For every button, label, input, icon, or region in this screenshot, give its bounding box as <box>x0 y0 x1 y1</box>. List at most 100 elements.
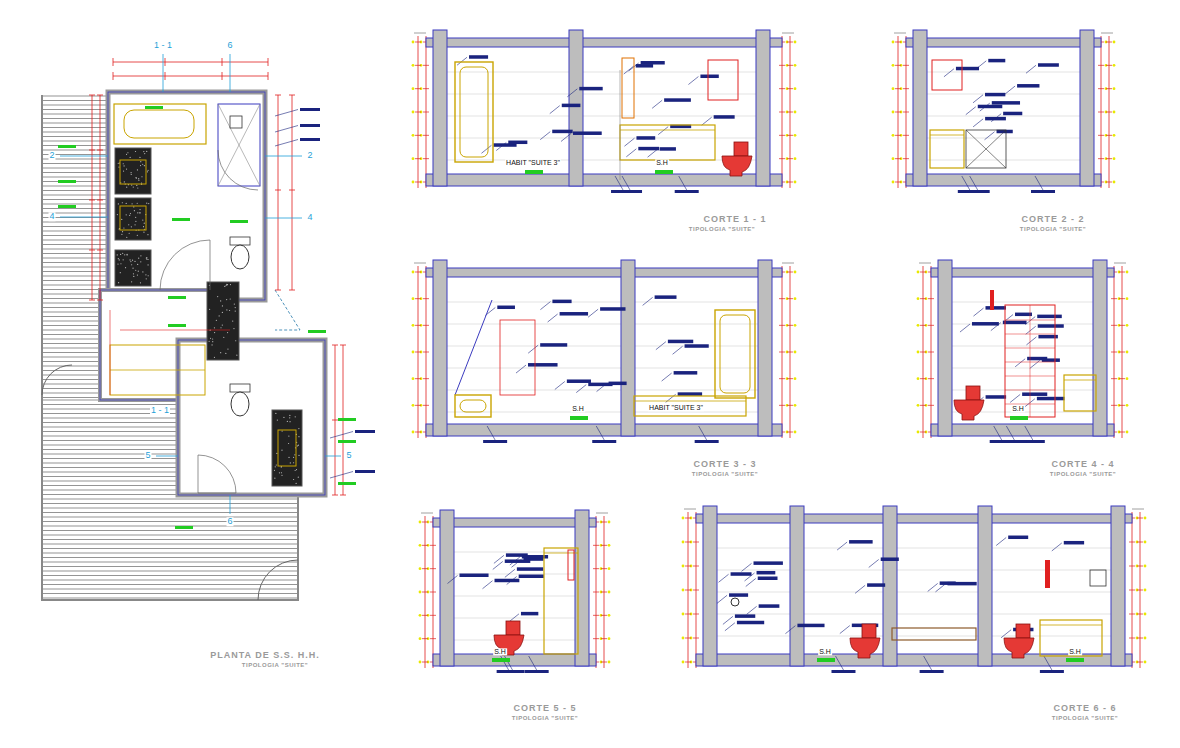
note-text <box>674 371 698 375</box>
leader-line <box>1001 630 1011 638</box>
granite-speck <box>122 231 123 232</box>
granite-speck <box>279 472 280 473</box>
toilet-tank <box>230 237 250 245</box>
note-text <box>797 624 824 628</box>
deck-hatch <box>42 571 298 572</box>
dimension-tick <box>920 325 926 326</box>
granite-speck <box>123 259 124 260</box>
bathtub-basin <box>460 67 488 157</box>
shower <box>218 104 260 186</box>
granite-speck <box>126 168 127 169</box>
vanity <box>1064 375 1096 411</box>
granite-speck <box>117 254 118 255</box>
leader-line <box>561 133 571 141</box>
note-text <box>729 593 748 597</box>
dimension-tick <box>1098 112 1104 113</box>
note-text <box>988 59 1005 63</box>
deck-hatch <box>42 253 108 254</box>
granite-speck <box>227 349 228 350</box>
leader-line <box>656 342 666 350</box>
leader-line <box>529 656 537 670</box>
bathtub-basin <box>124 110 194 138</box>
granite-speck <box>143 232 144 233</box>
section-marker: 5 <box>345 451 352 460</box>
section-elevation <box>917 260 1129 443</box>
deck-hatch <box>42 127 108 128</box>
note-text <box>881 557 899 561</box>
dimension-tick <box>1106 88 1112 89</box>
section-elevation <box>682 506 1147 673</box>
granite-speck <box>117 214 118 215</box>
dimension-tick <box>89 300 95 301</box>
column <box>703 506 717 666</box>
vanity-top <box>544 553 578 554</box>
dimension-tick <box>779 378 785 379</box>
dimension-tick <box>1129 614 1135 615</box>
granite-speck <box>220 352 221 353</box>
granite-speck <box>146 278 147 279</box>
granite-speck <box>209 341 210 342</box>
dimension-dot <box>412 377 415 380</box>
dimension-tick <box>422 615 428 616</box>
cabinet-cross <box>966 130 1006 168</box>
granite-speck <box>136 178 137 179</box>
dimension-dot <box>1113 181 1116 184</box>
leader-line <box>980 103 990 111</box>
dimension-tick <box>268 58 269 66</box>
wall <box>178 340 325 495</box>
dimension-dot <box>892 181 895 184</box>
leader-line <box>960 324 970 332</box>
note-text <box>972 322 999 326</box>
leader-line <box>540 302 550 310</box>
granite-speck <box>297 445 298 446</box>
granite-speck <box>137 169 138 170</box>
dimension-tick <box>275 95 281 96</box>
granite-speck <box>131 184 132 185</box>
deck-hatch <box>42 548 298 549</box>
section-marker: 1 - 1 <box>150 406 170 415</box>
dimension-tick <box>601 592 607 593</box>
dimension-tick <box>685 566 691 567</box>
granite-speck <box>146 203 147 204</box>
mirror <box>568 550 574 580</box>
drawing-title: PLANTA DE S.S. H.H. <box>210 651 320 660</box>
wall <box>108 92 265 300</box>
sink <box>120 206 146 230</box>
dimension-dot <box>608 591 611 594</box>
deck-hatch <box>42 172 108 173</box>
granite-speck <box>146 259 147 260</box>
column <box>758 260 772 436</box>
dimension-dot <box>917 271 920 274</box>
dimension-dot <box>794 181 797 184</box>
note-text <box>940 581 956 585</box>
dimension-tick <box>593 545 599 546</box>
granite-speck <box>138 180 139 181</box>
dimension-dot <box>412 111 415 114</box>
section-marker: 2 <box>48 151 55 160</box>
granite-speck <box>129 215 130 216</box>
dimension-tick <box>1098 88 1104 89</box>
granite-speck <box>139 212 140 213</box>
vanity-top <box>1064 380 1096 381</box>
dimension-tick <box>422 522 428 523</box>
dimension-tick <box>332 345 338 346</box>
deck-hatch <box>42 186 108 187</box>
dimension-tick <box>1098 158 1104 159</box>
tile-joint <box>440 138 768 139</box>
granite-speck <box>118 203 119 204</box>
leader-line <box>962 176 970 190</box>
granite-speck <box>226 309 227 310</box>
dimension-tick <box>97 300 103 301</box>
tile-joint <box>440 390 768 391</box>
note-text <box>1003 321 1027 325</box>
shower-valve <box>731 598 739 606</box>
granite-speck <box>138 178 139 179</box>
deck-hatch <box>42 231 108 232</box>
toilet-elevation <box>722 142 752 176</box>
dimension-tick <box>275 190 281 191</box>
dimension-dot <box>1126 431 1129 434</box>
dimension-line <box>292 95 293 290</box>
column <box>978 506 992 666</box>
tile-joint <box>440 160 768 161</box>
leader-line <box>507 577 517 585</box>
